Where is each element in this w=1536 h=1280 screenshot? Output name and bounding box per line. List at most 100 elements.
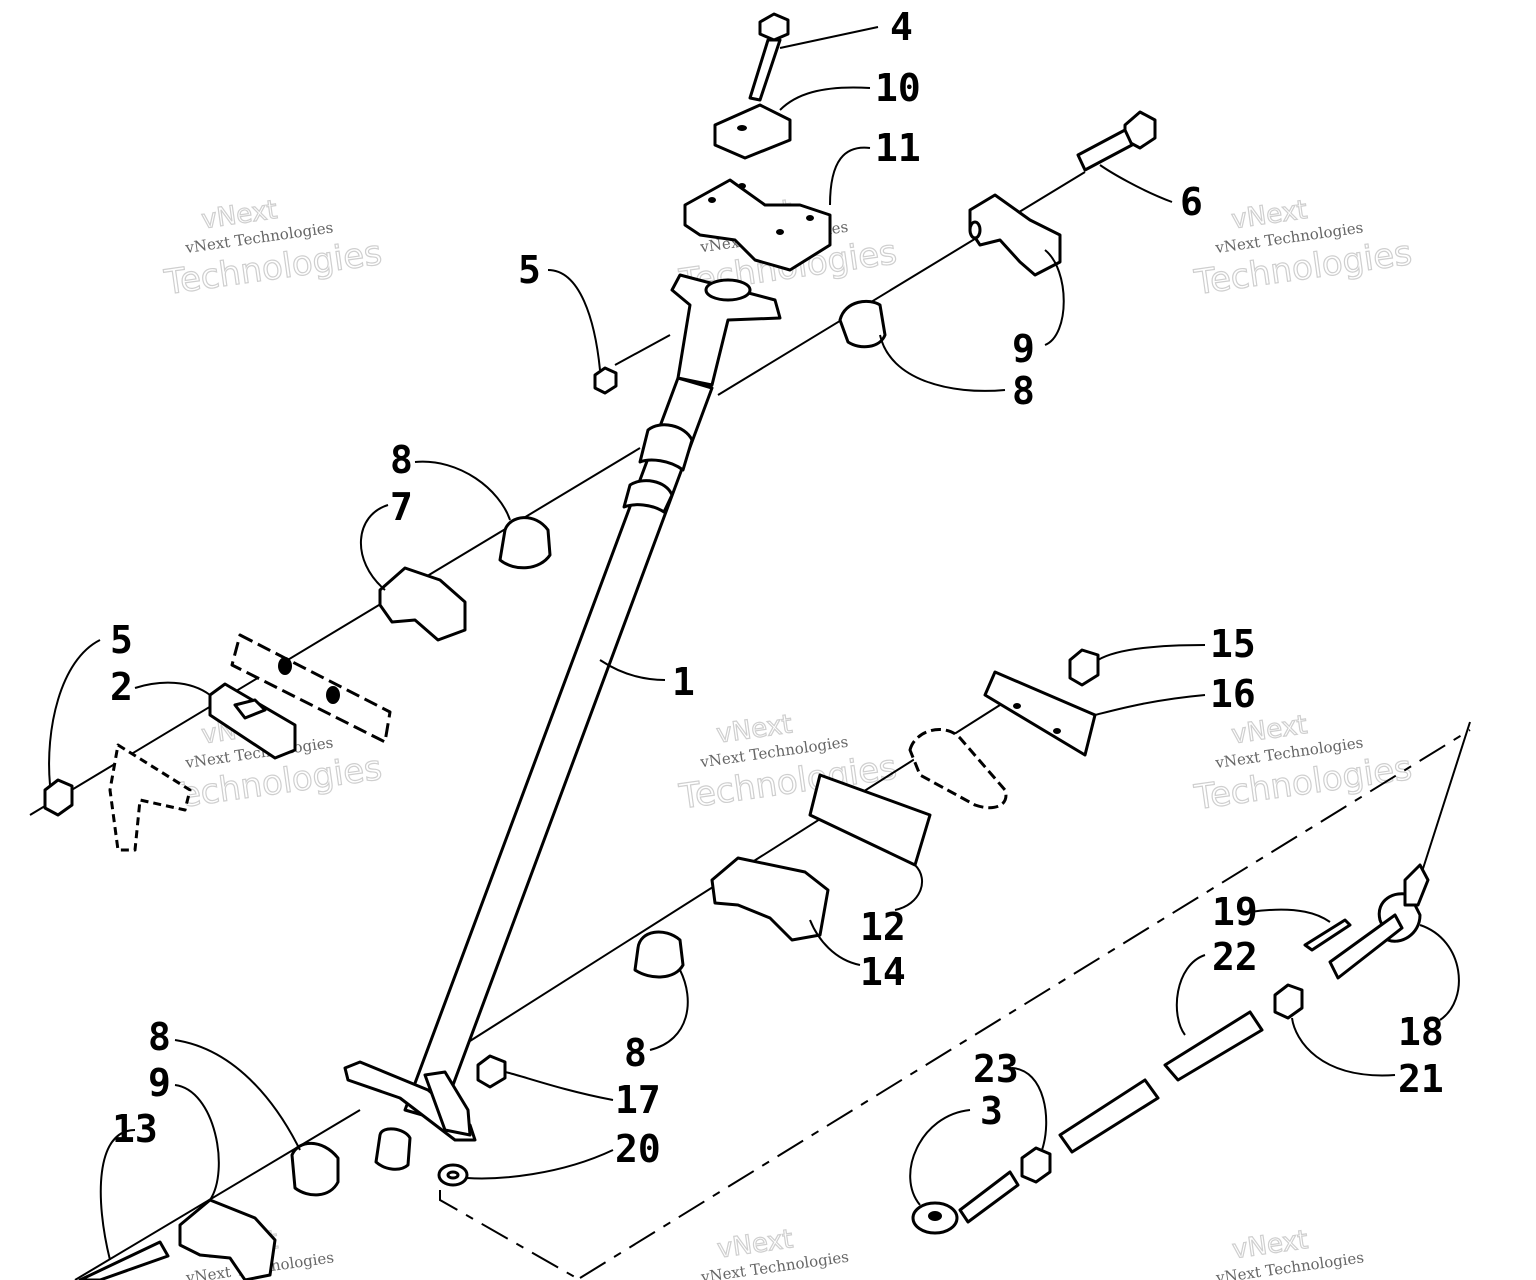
callout-3: 3 [980, 1089, 1003, 1133]
bottom-axis-line [74, 1109, 361, 1280]
tie-rod-axis-line [439, 729, 1471, 1280]
callout-9-bottom: 9 [148, 1061, 171, 1105]
block-9-bottom [178, 1198, 277, 1280]
block-14 [710, 856, 830, 942]
bolt-4 [748, 12, 790, 102]
callout-11: 11 [875, 126, 921, 170]
callout-22: 22 [1212, 935, 1258, 979]
callout-1: 1 [672, 660, 695, 704]
bolt-6 [1076, 110, 1157, 172]
tie-rod-end-3-stud [958, 1170, 1020, 1224]
leader-7 [360, 504, 389, 591]
block-11 [683, 178, 832, 272]
block-9-upper [968, 193, 1062, 277]
nut-21 [1273, 983, 1304, 1020]
callout-14: 14 [860, 950, 906, 994]
upper-axis-line [717, 171, 1086, 396]
leader-22 [1175, 954, 1206, 1036]
leader-4 [779, 26, 879, 49]
frame-member [230, 633, 392, 744]
block-11-body [683, 178, 832, 272]
tie-rod-sleeve-22 [1163, 1010, 1264, 1082]
callout-8-bottom: 8 [148, 1015, 171, 1059]
upper-mount-bracket [670, 273, 782, 387]
callout-18: 18 [1398, 1010, 1444, 1054]
callout-17: 17 [615, 1078, 661, 1122]
frame-hole-a [278, 657, 292, 675]
bushing-8-bottom [290, 1141, 340, 1197]
leader-6 [1099, 164, 1173, 203]
callout-15: 15 [1210, 622, 1256, 666]
leader-9-upper [1044, 249, 1065, 346]
leader-18 [1419, 924, 1460, 1021]
block-11-hole-c [776, 229, 784, 235]
leader-16 [1094, 694, 1206, 716]
callout-10: 10 [875, 66, 921, 110]
callout-8-middle: 8 [390, 438, 413, 482]
shaft-collar-upper [638, 423, 694, 472]
cap-10-hole [737, 125, 747, 131]
callout-23: 23 [973, 1047, 1019, 1091]
leader-1 [599, 659, 666, 681]
washer-20-hole [446, 1170, 460, 1180]
tie-rod-end-3-hole [928, 1211, 942, 1221]
leader-5-left [48, 639, 101, 786]
leader-17 [504, 1071, 614, 1101]
bushing-8-middle [498, 516, 552, 570]
leader-19 [1249, 908, 1331, 923]
block-9-upper-hole [968, 220, 982, 240]
watermark-bottom-center: vNext vNext Technologies [699, 1224, 850, 1280]
leader-5-upper [547, 269, 601, 371]
callout-5-left: 5 [110, 618, 133, 662]
callout-19: 19 [1212, 890, 1258, 934]
callout-4: 4 [890, 5, 913, 49]
callout-8-lower: 8 [624, 1031, 647, 1075]
bolt-4-head [758, 12, 790, 42]
leader-10 [779, 86, 871, 111]
nut-15 [1068, 648, 1100, 687]
leader-3 [909, 1109, 971, 1206]
leader-12 [894, 864, 924, 911]
bolt-6-shank [1076, 128, 1134, 172]
leader-8-upper [879, 334, 1006, 392]
callout-6: 6 [1180, 180, 1203, 224]
tie-rod-end-18-ball [1403, 863, 1430, 907]
bolt-13-shank [78, 1240, 170, 1280]
bolt-4-shank [748, 38, 782, 102]
nut-17 [476, 1054, 507, 1089]
steering-post [343, 273, 782, 1171]
block-11-hole-a [708, 197, 716, 203]
frame-plate [908, 728, 1008, 810]
callout-20: 20 [615, 1127, 661, 1171]
callout-9-upper: 9 [1012, 327, 1035, 371]
callout-12: 12 [860, 905, 906, 949]
leader-8-lower [649, 969, 689, 1051]
leader-23 [1011, 1067, 1048, 1151]
leader-14 [809, 919, 861, 966]
cotter-pin-19 [1303, 918, 1352, 952]
tie-rod-end-line [1419, 721, 1471, 879]
leader-15 [1097, 644, 1206, 661]
plate-16-hole-a [1013, 703, 1021, 709]
leader-11 [829, 146, 871, 206]
leader-8-middle [414, 460, 511, 521]
plate-2 [208, 682, 297, 760]
bushing-8-lower [633, 930, 685, 979]
frame-hole-b [326, 686, 340, 704]
leader-8-bottom [174, 1039, 301, 1151]
callout-7: 7 [390, 485, 413, 529]
watermark-bottom-right: vNext vNext Technologies [1214, 1224, 1365, 1280]
block-11-hole-d [806, 215, 814, 221]
leader-21 [1291, 1017, 1396, 1077]
callout-8-upper: 8 [1012, 369, 1035, 413]
cap-10 [713, 103, 792, 160]
nut-5-upper [593, 366, 618, 395]
plate-16-hole-b [1053, 728, 1061, 734]
watermark-top-right: vNext vNext Technologies Technologies [1191, 194, 1415, 303]
plate-2-slot [233, 698, 267, 720]
watermark-top-left: vNext vNext Technologies Technologies [161, 194, 385, 303]
leader-13 [99, 1129, 136, 1261]
bushing-8-upper [838, 299, 887, 349]
nut-23 [1020, 1146, 1052, 1184]
